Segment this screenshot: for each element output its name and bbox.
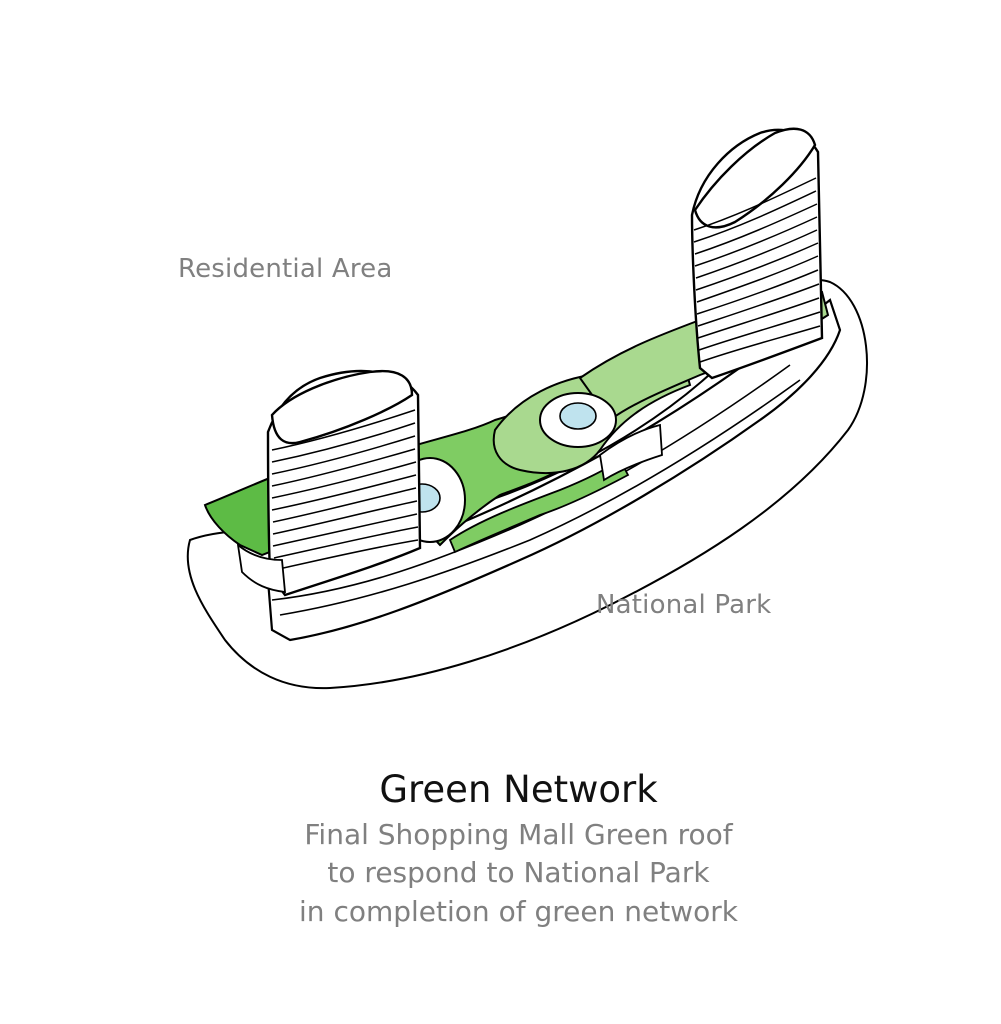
caption-line-2: to respond to National Park: [327, 856, 710, 889]
label-residential-area: Residential Area: [178, 254, 393, 284]
west-tower: [266, 369, 422, 597]
green-network-diagram: [186, 127, 868, 690]
pavilion-east: [599, 423, 663, 482]
podium-step-lines: [271, 364, 801, 616]
podium-base: [266, 298, 842, 642]
caption-line-3: in completion of green network: [299, 895, 738, 928]
east-tower: [690, 127, 824, 380]
label-national-park: National Park: [596, 590, 772, 620]
caption-line-1: Final Shopping Mall Green roof: [304, 818, 733, 851]
caption-title: Green Network: [379, 768, 658, 811]
pavilion-west: [236, 542, 286, 594]
pool-east: [559, 402, 597, 430]
